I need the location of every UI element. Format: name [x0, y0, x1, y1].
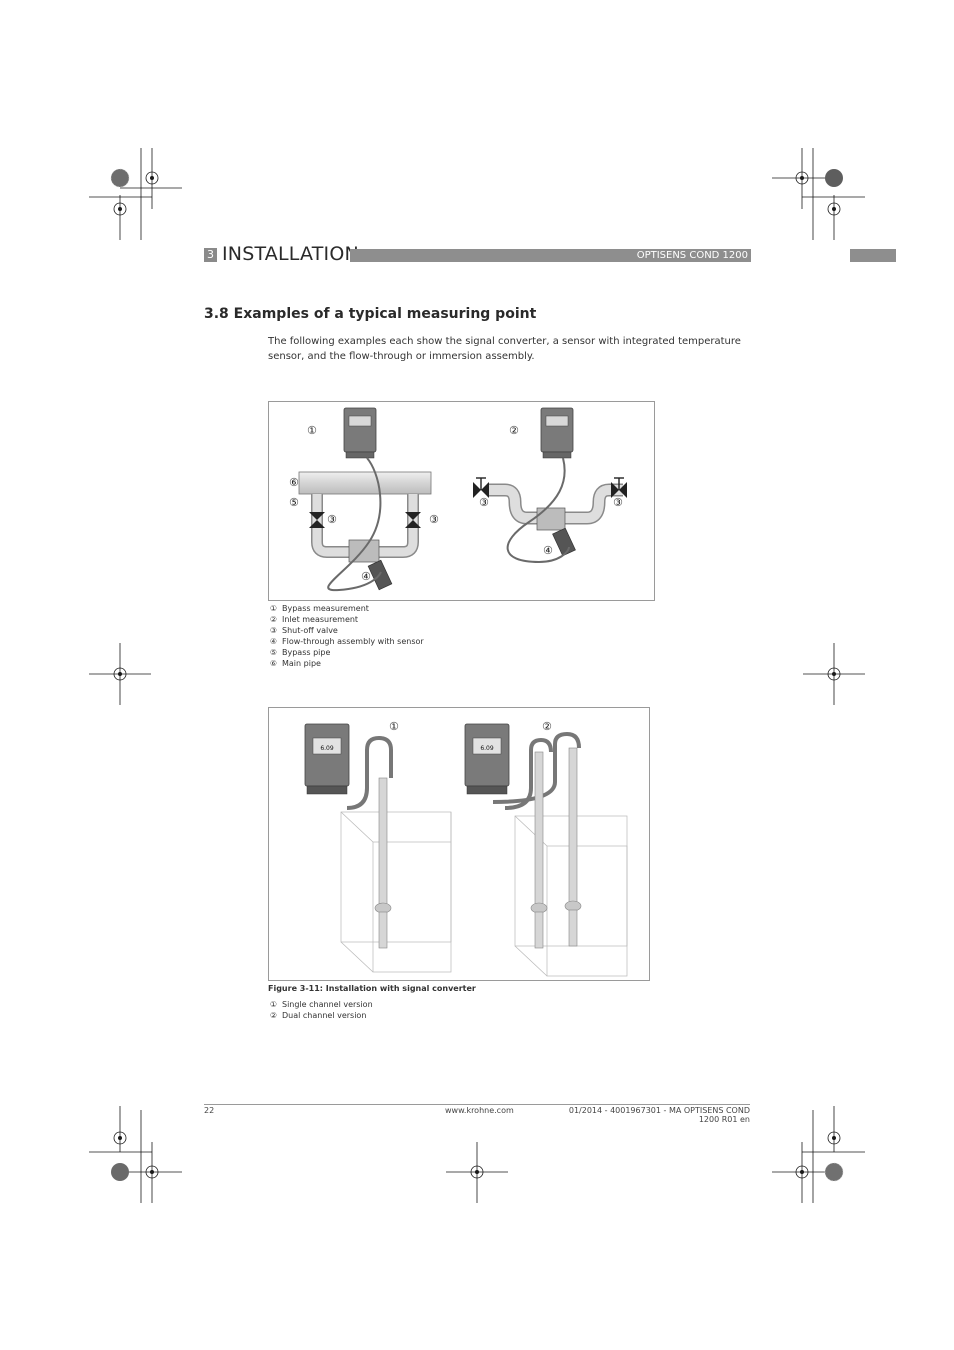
- label-valve-left: ③: [327, 513, 337, 526]
- legend-text: Shut-off valve: [282, 626, 338, 635]
- label-assembly-right: ④: [543, 544, 553, 557]
- product-name: OPTISENS COND 1200: [636, 250, 748, 261]
- shut-off-valve-right: [405, 512, 421, 528]
- installation-drawing: 6.09 6.09: [304, 720, 628, 977]
- cable-dual-1: [504, 737, 553, 810]
- sensor-probe-dual-2: [564, 747, 582, 947]
- signal-converter-left: [343, 407, 377, 459]
- legend-text: Bypass pipe: [282, 648, 331, 657]
- figure-caption: Figure 3-11: Installation with signal co…: [268, 984, 476, 993]
- footer-website: www.krohne.com: [445, 1106, 514, 1115]
- label-single-channel: ①: [389, 720, 399, 733]
- cable-single: [346, 735, 393, 810]
- page-number: 22: [204, 1106, 215, 1115]
- legend-num: ④: [269, 637, 278, 646]
- chapter-title: INSTALLATION: [222, 243, 359, 265]
- section-title: 3.8 Examples of a typical measuring poin…: [204, 306, 537, 322]
- shut-off-valve-left: [309, 512, 325, 528]
- footer-divider: [204, 1104, 750, 1105]
- intro-paragraph: The following examples each show the sig…: [268, 336, 741, 362]
- legend-num: ②: [269, 615, 278, 624]
- main-pipe: [298, 471, 432, 495]
- figure-measuring-point: ① ② ⑥ ⑤ ③ ③ ④ ③ ③ ④: [268, 401, 655, 601]
- shut-off-valve-inlet-left: [473, 477, 489, 498]
- measuring-point-drawing: ① ② ⑥ ⑤ ③ ③ ④ ③ ③ ④: [289, 407, 627, 592]
- label-main-pipe: ⑥: [289, 476, 299, 489]
- figure2-legend: ① Single channel version ② Dual channel ve…: [268, 999, 468, 1023]
- figure1-legend: ① Bypass measurement ② Inlet measurement ③…: [268, 603, 468, 673]
- legend-num: ⑥: [269, 659, 278, 668]
- signal-converter-right: [540, 407, 574, 459]
- signal-converter-dual: 6.09: [464, 723, 510, 795]
- shut-off-valve-inlet-right: [611, 477, 627, 498]
- legend-num: ⑤: [269, 648, 278, 657]
- label-valve-inlet-right: ③: [613, 496, 623, 509]
- legend-num: ①: [269, 1000, 278, 1009]
- legend-num: ①: [269, 604, 278, 613]
- header-bar: [350, 249, 751, 262]
- label-valve-right: ③: [429, 513, 439, 526]
- legend-num: ③: [269, 626, 278, 635]
- tank-single: [340, 811, 452, 973]
- signal-converter-single: 6.09: [304, 723, 350, 795]
- footer-doc-ref: 01/2014 - 4001967301 - MA OPTISENS COND …: [568, 1106, 750, 1124]
- label-assembly-left: ④: [361, 570, 371, 583]
- chapter-number: 3: [204, 248, 217, 262]
- legend-text: Dual channel version: [282, 1011, 367, 1020]
- legend-text: Flow-through assembly with sensor: [282, 637, 424, 646]
- display-value-dual: 6.09: [480, 745, 494, 752]
- legend-num: ②: [269, 1011, 278, 1020]
- label-bypass-pipe: ⑤: [289, 496, 299, 509]
- sensor-probe-dual-1: [530, 751, 548, 949]
- legend-text: Bypass measurement: [282, 604, 369, 613]
- legend-text: Inlet measurement: [282, 615, 359, 624]
- label-dual-channel: ②: [542, 720, 552, 733]
- label-valve-inlet-left: ③: [479, 496, 489, 509]
- sensor-probe-single: [374, 777, 392, 949]
- header-tab: [850, 249, 896, 262]
- label-inlet: ②: [509, 424, 519, 437]
- label-bypass: ①: [307, 424, 317, 437]
- display-value-single: 6.09: [320, 745, 334, 752]
- legend-text: Single channel version: [282, 1000, 373, 1009]
- legend-text: Main pipe: [282, 659, 321, 668]
- figure-installation-converter: 6.09 6.09: [268, 707, 650, 981]
